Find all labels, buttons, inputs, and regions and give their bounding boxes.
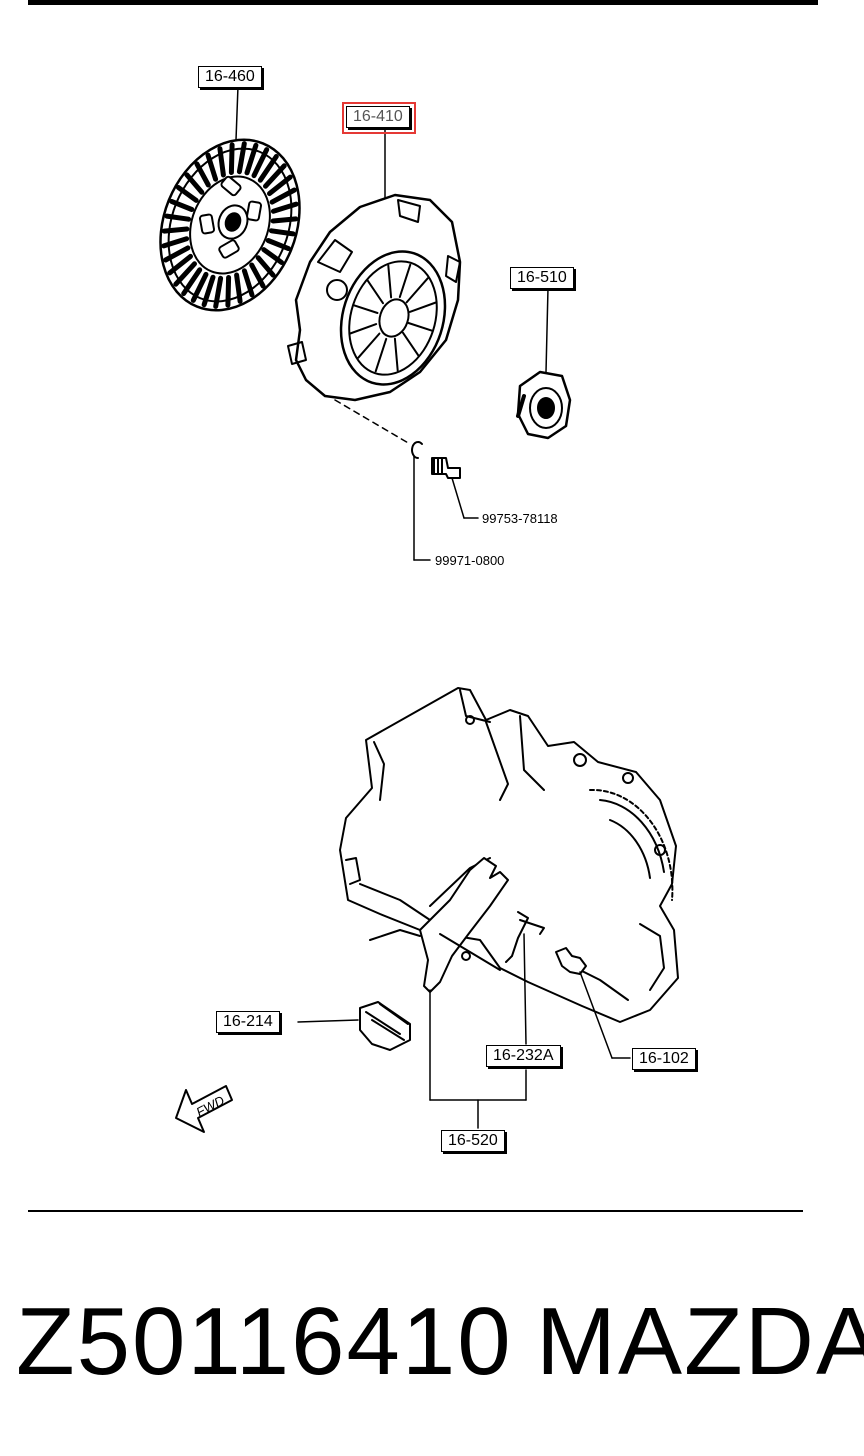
disc-segments-stroke — [270, 201, 299, 214]
callout-pivot-bolt: 16-102 — [632, 1048, 696, 1070]
disc-segments-stroke — [265, 238, 291, 252]
disc-segments-stroke — [249, 262, 266, 289]
clutch-cover — [287, 126, 462, 445]
disc-segments-stroke — [194, 161, 211, 188]
release-fork — [419, 857, 527, 1129]
disc-segments-stroke — [251, 147, 270, 179]
callout-release-bearing: 16-510 — [510, 267, 574, 289]
callout-mount-bracket: 16-214 — [216, 1011, 280, 1033]
disc-segments-stroke — [217, 146, 226, 178]
fwd-label: FWD — [194, 1093, 227, 1120]
disc-segments-stroke — [184, 172, 205, 195]
disc-segments-stroke — [236, 141, 247, 175]
release-bearing — [516, 287, 572, 440]
disc-segments-stroke — [161, 236, 190, 249]
disc-segments-stroke — [175, 185, 199, 203]
callout-clutch-disc: 16-460 — [198, 66, 262, 88]
disc-segments-stroke — [181, 267, 203, 296]
part-number-bolt: 99753-78118 — [482, 511, 558, 526]
washer-and-bolt — [411, 441, 479, 561]
disc-segments-stroke — [228, 142, 235, 175]
mount-bracket — [297, 1001, 411, 1051]
pivot-bolt — [555, 947, 631, 1059]
cover-fingers-stroke — [349, 323, 378, 335]
disc-segments-stroke — [257, 154, 279, 183]
disc-segments-stroke — [270, 216, 299, 224]
cover-fingers-stroke — [352, 304, 379, 314]
disc-segments-stroke — [241, 268, 255, 298]
disc-segments-stroke — [190, 271, 209, 303]
cover-fingers-stroke — [402, 331, 420, 357]
disc-segments-stroke — [244, 142, 259, 176]
cover-fingers-stroke — [357, 332, 381, 359]
disc-segments-stroke — [268, 228, 296, 237]
cover-fingers-stroke — [387, 264, 393, 299]
clutch-disc — [159, 85, 301, 312]
callout-clutch-cover: 16-410 — [342, 102, 416, 134]
callout-release-fork: 16-520 — [441, 1130, 505, 1152]
bottom-rule — [28, 1210, 803, 1212]
disc-segments-stroke — [234, 272, 243, 304]
top-rule — [28, 0, 818, 5]
disc-segments-stroke — [267, 174, 293, 197]
retaining-spring — [505, 911, 545, 1045]
disc-segments-stroke — [255, 255, 276, 278]
footer-part-number: Z50116410 — [16, 1288, 513, 1395]
disc-segments-stroke — [164, 213, 192, 222]
cover-fingers-stroke — [407, 322, 434, 332]
fwd-arrow: FWD — [175, 1085, 233, 1133]
cover-fingers-stroke — [405, 277, 429, 304]
disc-segments-stroke — [213, 275, 224, 309]
cover-fingers-stroke — [374, 337, 388, 373]
transaxle-housing — [339, 687, 679, 1023]
disc-segments-stroke — [163, 245, 191, 263]
cover-fingers-stroke — [366, 279, 384, 305]
disc-segments-stroke — [161, 226, 190, 234]
cover-fingers-stroke — [393, 337, 399, 372]
disc-segments-stroke — [205, 152, 219, 182]
disc-segments-stroke — [269, 187, 297, 205]
disc-segments-stroke — [263, 163, 287, 189]
disc-segments-stroke — [225, 275, 232, 308]
clutch-parts-diagram: FWD — [159, 85, 679, 1133]
disc-segments-stroke — [167, 253, 193, 276]
disc-segments-stroke — [169, 198, 195, 212]
footer-brand: MAZDA — [536, 1288, 864, 1395]
disc-segments-stroke — [173, 261, 197, 287]
part-number-washer: 99971-0800 — [435, 553, 505, 568]
disc-segments-stroke — [201, 274, 216, 308]
cover-fingers-stroke — [398, 263, 412, 299]
cover-fingers-stroke — [408, 301, 437, 313]
callout-retaining-spring: 16-232A — [486, 1045, 561, 1067]
disc-segments-stroke — [261, 247, 285, 265]
